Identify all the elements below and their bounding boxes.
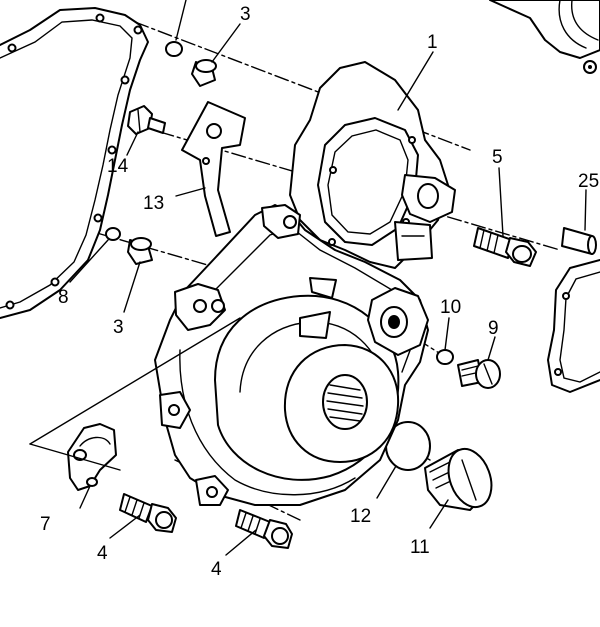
plug-9 bbox=[457, 359, 501, 389]
o-ring-8 bbox=[105, 227, 121, 241]
gasket-hole bbox=[120, 75, 130, 85]
callout-10: 10 bbox=[440, 297, 461, 318]
o-ring-top bbox=[165, 41, 183, 57]
clamp-pointer-lines bbox=[29, 317, 241, 471]
gasket-hole bbox=[95, 13, 105, 23]
callout-9: 9 bbox=[488, 318, 499, 339]
gasket-inner-edge bbox=[0, 19, 133, 309]
cover-rib bbox=[309, 277, 337, 299]
callout-3-lower: 3 bbox=[113, 317, 124, 338]
callout-13: 13 bbox=[143, 193, 164, 214]
callout-14: 14 bbox=[107, 156, 129, 177]
crankcase-cover bbox=[154, 61, 456, 506]
callout-11: 11 bbox=[410, 537, 430, 558]
gasket-hole bbox=[7, 43, 17, 53]
gasket-outer-edge bbox=[0, 7, 149, 319]
callout-4-right: 4 bbox=[211, 559, 222, 580]
cover-bolt-hole bbox=[329, 166, 337, 174]
axis-line-top bbox=[134, 21, 471, 151]
clamp-7 bbox=[67, 423, 117, 491]
callout-12: 12 bbox=[350, 506, 371, 527]
callout-3-top: 3 bbox=[240, 4, 251, 25]
bolt-14 bbox=[127, 105, 166, 135]
gasket-hole bbox=[93, 213, 103, 223]
bracket-13 bbox=[181, 101, 246, 237]
dowel-pin-3-lower bbox=[127, 237, 153, 265]
callout-4-left: 4 bbox=[97, 543, 108, 564]
starter-motor-body bbox=[489, 0, 600, 74]
callout-8: 8 bbox=[58, 287, 69, 308]
o-ring-10 bbox=[436, 349, 454, 365]
callout-7: 7 bbox=[40, 514, 51, 535]
leader-lines bbox=[69, 0, 587, 556]
bolt-4-right bbox=[235, 509, 293, 549]
plug-11 bbox=[424, 447, 493, 511]
right-gasket bbox=[547, 259, 600, 393]
cover-mount-tab bbox=[394, 221, 433, 261]
callout-1: 1 bbox=[427, 32, 438, 53]
cover-bolt-hole bbox=[408, 136, 416, 144]
cover-bolt-hole bbox=[328, 238, 336, 246]
callout-5: 5 bbox=[492, 147, 503, 168]
cover-rib bbox=[299, 311, 331, 339]
cover-threaded-opening bbox=[322, 374, 368, 430]
callout-labels: 1 3 3 4 4 5 7 8 9 10 11 12 13 14 25 bbox=[40, 4, 599, 580]
gasket-hole bbox=[107, 145, 117, 155]
gasket-hole bbox=[133, 25, 143, 35]
bolt-5 bbox=[473, 227, 537, 267]
cover-upper-opening-rim bbox=[317, 117, 419, 246]
left-gasket bbox=[0, 7, 149, 319]
callout-25: 25 bbox=[578, 171, 599, 192]
bolt-4-left bbox=[119, 493, 177, 533]
dowel-pin-25 bbox=[561, 227, 597, 255]
gasket-hole bbox=[50, 277, 60, 287]
gasket-hole bbox=[5, 300, 15, 310]
cover-lug-top bbox=[261, 204, 301, 239]
dowel-pin-3-top bbox=[191, 59, 217, 87]
